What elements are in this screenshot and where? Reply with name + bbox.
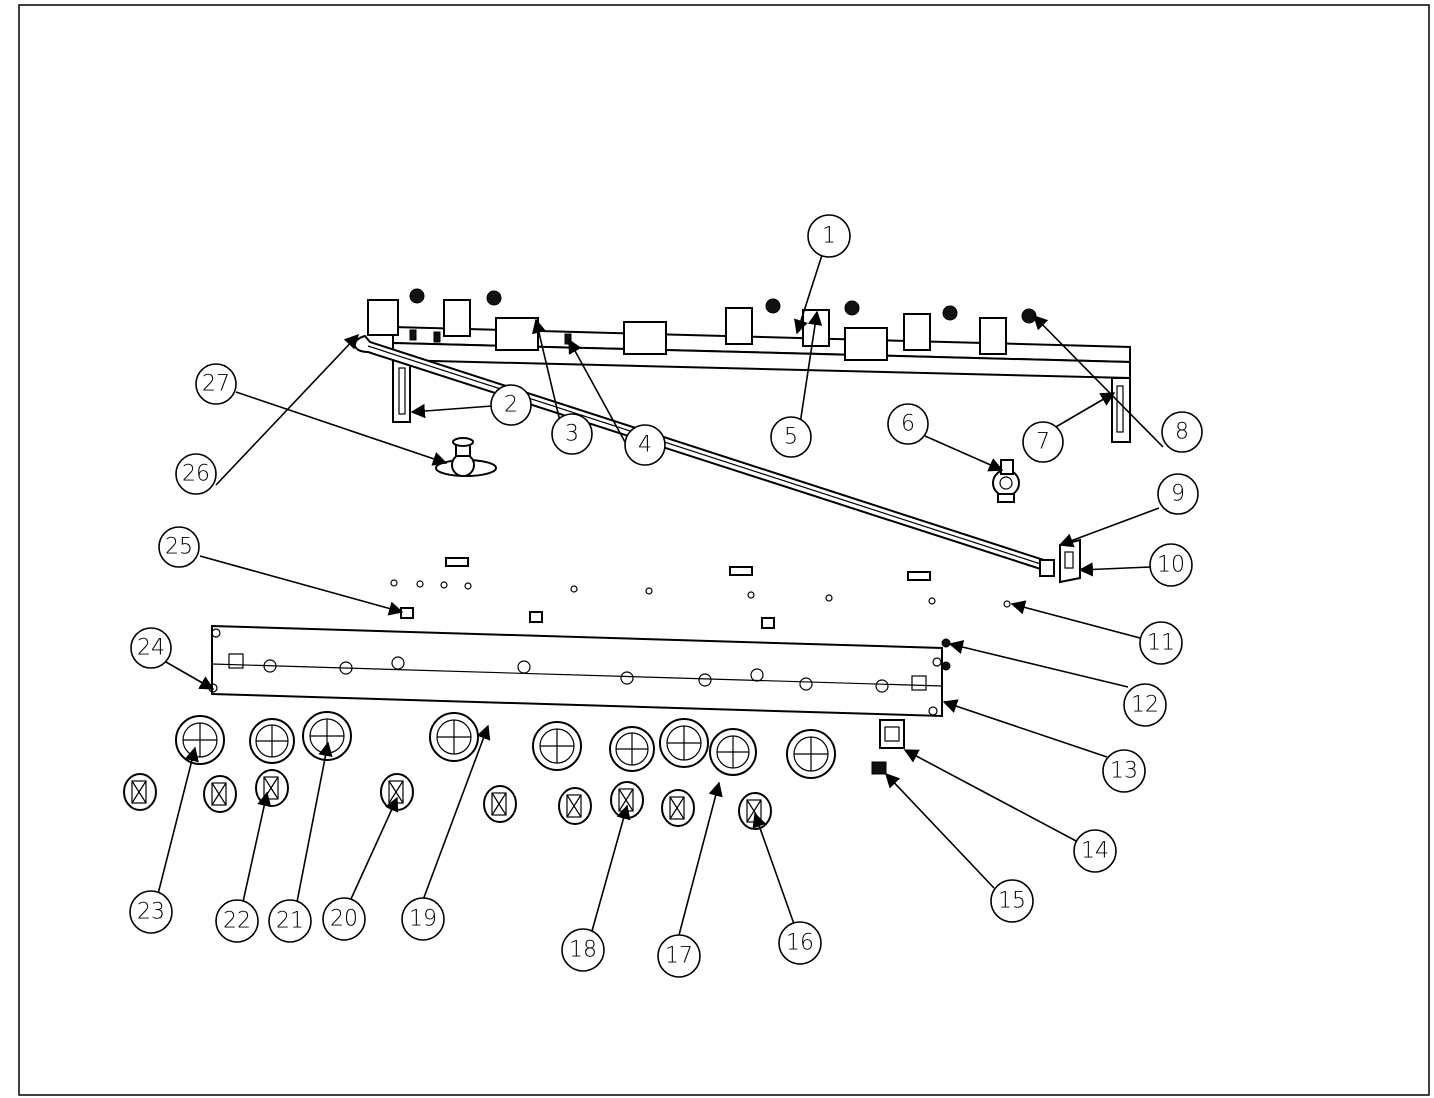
callout-label: 16 (786, 931, 814, 956)
callout-25: 25 (158, 526, 200, 568)
side-bracket (1059, 538, 1081, 584)
callout-label: 2 (504, 393, 518, 418)
callout-17: 17 (657, 934, 701, 978)
callout-label: 22 (223, 909, 251, 934)
callout-label: 18 (569, 938, 597, 963)
callout-10: 10 (1149, 543, 1193, 587)
callout-label: 24 (137, 636, 165, 661)
callout-label: 19 (409, 907, 437, 932)
regulator-part (435, 437, 497, 477)
callout-label: 26 (182, 462, 210, 487)
callout-22: 22 (215, 899, 259, 943)
screw-row (390, 579, 1011, 629)
callout-4: 4 (624, 424, 666, 466)
control-knobs (123, 769, 772, 830)
callout-label: 27 (202, 372, 230, 397)
callout-label: 23 (137, 900, 165, 925)
callout-label: 20 (330, 907, 358, 932)
callout-18: 18 (561, 928, 605, 972)
callout-label: 9 (1171, 482, 1185, 507)
callout-27: 27 (195, 363, 237, 405)
control-panel (208, 624, 943, 718)
bezel-knobs (175, 711, 836, 779)
callout-label: 17 (665, 944, 693, 969)
callout-label: 4 (638, 433, 652, 458)
callout-24: 24 (130, 627, 172, 669)
callout-label: 13 (1110, 759, 1138, 784)
callout-label: 10 (1157, 553, 1185, 578)
callout-5: 5 (770, 416, 812, 458)
callout-12: 12 (1123, 683, 1167, 727)
callout-15: 15 (990, 879, 1034, 923)
callout-11: 11 (1139, 621, 1183, 665)
callout-label: 7 (1036, 430, 1050, 455)
callout-label: 25 (165, 535, 193, 560)
callout-label: 3 (565, 422, 579, 447)
callout-6: 6 (887, 403, 929, 445)
callout-16: 16 (778, 921, 822, 965)
switch-parts (871, 638, 951, 775)
callout-label: 14 (1081, 839, 1109, 864)
callout-9: 9 (1157, 473, 1199, 515)
callout-23: 23 (129, 890, 173, 934)
callout-label: 15 (998, 889, 1026, 914)
callout-bubbles: 1 2 3 4 5 6 7 8 9 10 11 12 13 14 15 16 1… (129, 214, 1203, 978)
callout-8: 8 (1161, 411, 1203, 453)
callout-21: 21 (268, 899, 312, 943)
callout-7: 7 (1022, 421, 1064, 463)
callout-19: 19 (401, 897, 445, 941)
callout-26: 26 (175, 453, 217, 495)
callout-label: 6 (901, 412, 915, 437)
callout-13: 13 (1102, 749, 1146, 793)
callout-label: 12 (1131, 693, 1159, 718)
callout-3: 3 (551, 413, 593, 455)
drawing-border (18, 4, 1430, 1096)
callout-14: 14 (1073, 829, 1117, 873)
callout-label: 5 (784, 425, 798, 450)
callout-label: 11 (1147, 631, 1175, 656)
callout-2: 2 (490, 384, 532, 426)
callout-20: 20 (322, 897, 366, 941)
callout-1: 1 (807, 214, 851, 258)
manifold-valves (367, 288, 1037, 361)
callout-label: 21 (276, 909, 304, 934)
callout-label: 1 (822, 224, 836, 249)
valve-part (992, 459, 1020, 503)
callout-label: 8 (1175, 420, 1189, 445)
